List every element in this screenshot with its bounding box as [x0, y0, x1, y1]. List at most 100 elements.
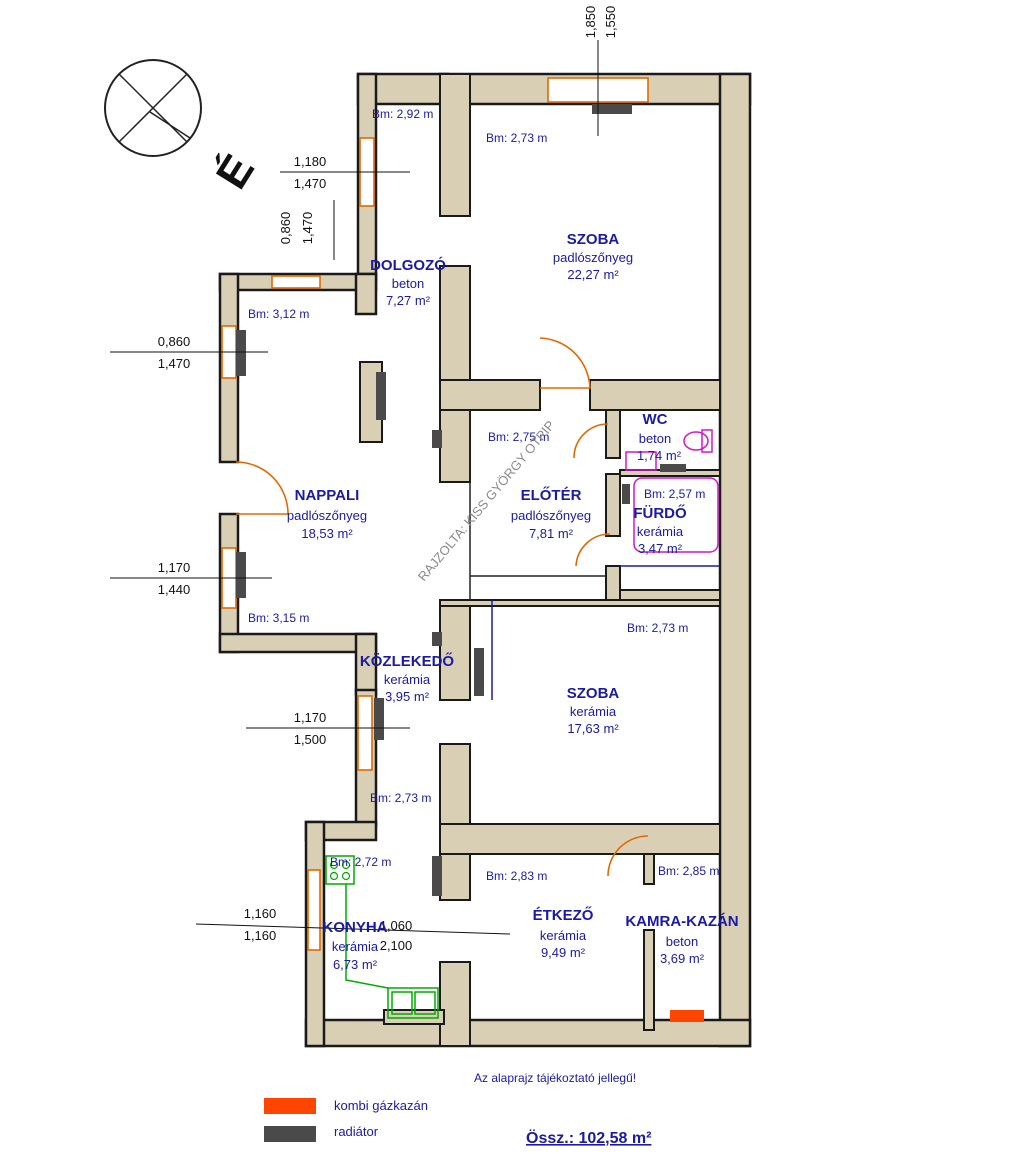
disclaimer-note: Az alaprajz tájékoztató jellegű!	[474, 1071, 636, 1085]
room-area: 22,27 m²	[567, 267, 619, 282]
room-name: FÜRDŐ	[633, 504, 687, 522]
height-label: Bm: 2,73 m	[627, 621, 688, 635]
sink-icon	[387, 987, 439, 1019]
room-floor: padlószőnyeg	[511, 508, 591, 523]
radiator-icon	[236, 330, 246, 376]
radiator-icon	[376, 372, 386, 420]
room-szoba1: SZOBA padlószőnyeg 22,27 m²	[553, 231, 633, 282]
legend-swatch-radiator	[264, 1126, 316, 1142]
room-floor: kerámia	[384, 672, 431, 687]
dim-dolgozo-v2: 1,470	[300, 212, 315, 245]
room-furdo: FÜRDŐ kerámia 3,47 m²	[633, 504, 687, 556]
radiator-icon	[474, 648, 484, 696]
room-name: SZOBA	[567, 685, 620, 702]
room-area: 1,74 m²	[637, 448, 682, 463]
room-kozlekedo: KÖZLEKEDŐ kerámia 3,95 m²	[360, 652, 455, 704]
room-floor: kerámia	[332, 939, 379, 954]
room-konyha: KONYHA kerámia 6,73 m²	[322, 919, 387, 972]
room-name: KÖZLEKEDŐ	[360, 652, 455, 670]
room-floor: kerámia	[570, 704, 617, 719]
room-area: 3,95 m²	[385, 689, 430, 704]
dim-kozl-2: 1,500	[294, 732, 327, 747]
bathtub-icon	[633, 477, 719, 553]
fixtures	[325, 410, 720, 1019]
dim-nappali-top-2: 1,470	[158, 356, 191, 371]
legend-swatch-boiler	[264, 1098, 316, 1114]
total-area: Össz.: 102,58 m²	[526, 1128, 651, 1147]
radiators	[236, 104, 704, 1022]
dim-konyha-in-2: 2,100	[380, 938, 413, 953]
room-name: ÉTKEZŐ	[533, 906, 594, 924]
height-label: Bm: 3,12 m	[248, 307, 309, 321]
dim-nappali-bot-2: 1,440	[158, 582, 191, 597]
dim-konyha-1: 1,160	[244, 906, 277, 921]
dim-dolgozo-v1: 0,860	[278, 212, 293, 245]
room-area: 3,69 m²	[660, 951, 705, 966]
room-area: 7,27 m²	[386, 293, 431, 308]
room-area: 17,63 m²	[567, 721, 619, 736]
radiator-icon	[432, 430, 442, 448]
stove-icon	[325, 855, 355, 885]
room-area: 9,49 m²	[541, 945, 586, 960]
height-label: Bm: 2,92 m	[372, 107, 433, 121]
ceiling-heights: Bm: 2,92 m Bm: 2,73 m Bm: 3,12 m Bm: 2,7…	[248, 107, 719, 883]
north-arrow-icon: É	[206, 146, 264, 197]
room-name: DOLGOZÓ	[370, 256, 446, 274]
room-dolgozo: DOLGOZÓ beton 7,27 m²	[370, 256, 446, 308]
radiator-icon	[592, 104, 632, 114]
dim-konyha-in-1: 1,060	[380, 918, 413, 933]
room-area: 7,81 m²	[529, 526, 574, 541]
room-name: KONYHA	[322, 919, 387, 936]
room-szoba2: SZOBA kerámia 17,63 m²	[567, 685, 620, 736]
dim-top-2: 1,550	[603, 6, 618, 39]
room-floor: padlószőnyeg	[287, 508, 367, 523]
legend-label-boiler: kombi gázkazán	[334, 1098, 428, 1113]
dim-konyha-2: 1,160	[244, 928, 277, 943]
toilet-icon	[683, 429, 713, 453]
room-kamra: KAMRA-KAZÁN beton 3,69 m²	[625, 913, 738, 966]
dim-nappali-top-1: 0,860	[158, 334, 191, 349]
height-label: Bm: 3,15 m	[248, 611, 309, 625]
boiler-icon	[670, 1010, 704, 1022]
height-label: Bm: 2,85 m	[658, 864, 719, 878]
room-floor: kerámia	[637, 524, 684, 539]
room-name: NAPPALI	[295, 487, 360, 504]
room-floor: padlószőnyeg	[553, 250, 633, 265]
room-name: KAMRA-KAZÁN	[625, 913, 738, 930]
room-floor: beton	[639, 431, 672, 446]
radiator-icon	[622, 484, 630, 504]
radiator-icon	[236, 552, 246, 598]
room-name: ELŐTÉR	[521, 486, 582, 504]
dim-dolgozo-2: 1,470	[294, 176, 327, 191]
doors	[235, 337, 649, 877]
room-eloter: ELŐTÉR padlószőnyeg 7,81 m²	[511, 486, 591, 541]
room-wc: WC beton 1,74 m²	[637, 411, 682, 463]
legend-label-radiator: radiátor	[334, 1124, 379, 1139]
height-label: Bm: 2,83 m	[486, 869, 547, 883]
room-name: SZOBA	[567, 231, 620, 248]
height-label: Bm: 2,72 m	[330, 855, 391, 869]
room-area: 3,47 m²	[638, 541, 683, 556]
room-name: WC	[643, 411, 668, 428]
dim-kozl-1: 1,170	[294, 710, 327, 725]
dim-top-1: 1,850	[583, 6, 598, 39]
radiator-icon	[374, 698, 384, 740]
room-etkezo: ÉTKEZŐ kerámia 9,49 m²	[533, 906, 594, 960]
room-nappali: NAPPALI padlószőnyeg 18,53 m²	[287, 487, 367, 541]
dimension-lines	[110, 40, 599, 935]
room-floor: beton	[666, 934, 699, 949]
room-floor: kerámia	[540, 928, 587, 943]
room-floor: beton	[392, 276, 425, 291]
height-label: Bm: 2,57 m	[644, 487, 705, 501]
room-area: 18,53 m²	[301, 526, 353, 541]
height-label: Bm: 2,75 m	[488, 430, 549, 444]
compass-icon	[104, 59, 202, 157]
dim-nappali-bot-1: 1,170	[158, 560, 191, 575]
height-label: Bm: 2,73 m	[370, 791, 431, 805]
radiator-icon	[432, 856, 442, 896]
room-area: 6,73 m²	[333, 957, 378, 972]
dim-dolgozo-1: 1,180	[294, 154, 327, 169]
radiator-icon	[660, 464, 686, 472]
washbasin-icon	[625, 451, 657, 471]
